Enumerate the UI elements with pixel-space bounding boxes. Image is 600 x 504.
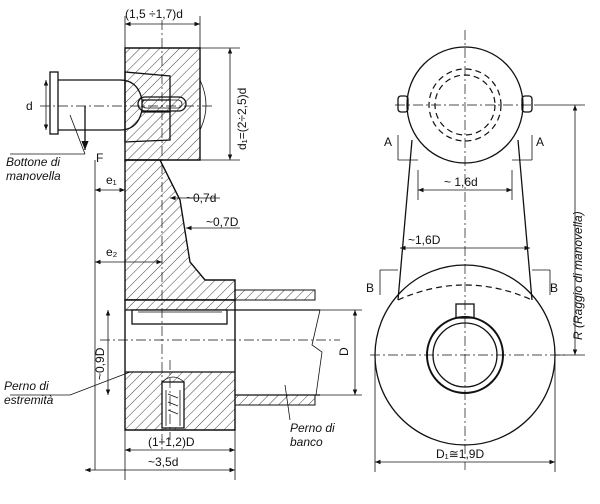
- label-e2: e₂: [106, 245, 118, 259]
- section-view: [40, 20, 340, 450]
- set-screw: [161, 381, 185, 429]
- label-perno-est-2: estremità: [4, 393, 54, 407]
- label-07D: ~0,7D: [206, 215, 239, 229]
- label-perno-banco-1: Perno di: [290, 421, 335, 435]
- taper-bore: [124, 71, 171, 143]
- crank-web: [124, 159, 236, 301]
- upper-bore: [428, 68, 502, 142]
- label-D1: D₁≅1,9D: [436, 447, 484, 461]
- label-d: d: [26, 99, 33, 113]
- front-view: [370, 30, 565, 470]
- label-A-left: A: [384, 135, 392, 149]
- upper-hub: [124, 47, 201, 161]
- label-e1: e₁: [106, 173, 117, 187]
- label-perno-est-1: Perno di: [4, 379, 49, 393]
- label-bottone-2: manovella: [6, 169, 61, 183]
- label-D: D: [337, 347, 351, 356]
- label-top-width: (1,5 ÷1,7)d: [125, 7, 183, 21]
- label-16d: ~ 1,6d: [444, 175, 478, 189]
- label-16D: ~1,6D: [408, 233, 441, 247]
- label-perno-banco-2: banco: [290, 435, 323, 449]
- label-R: R (Raggio di manovella): [571, 211, 585, 340]
- label-hub-width: (1÷1,2)D: [148, 435, 195, 449]
- label-B-left: B: [366, 281, 374, 295]
- front-dimensions: [374, 104, 585, 472]
- label-09D: ~0,9D: [93, 347, 107, 380]
- main-shaft: [234, 289, 323, 406]
- crank-pin: [49, 71, 207, 135]
- label-A-right: A: [536, 135, 544, 149]
- label-d1: d₁=(2÷2,5)d: [235, 88, 249, 150]
- label-07d: ~0,7d: [186, 191, 216, 205]
- label-B-right: B: [550, 281, 558, 295]
- section-dimensions: [10, 16, 362, 480]
- label-bottone-1: Bottone di: [6, 155, 60, 169]
- label-force-F: F: [96, 151, 103, 165]
- label-total-width: ~3,5d: [148, 455, 178, 469]
